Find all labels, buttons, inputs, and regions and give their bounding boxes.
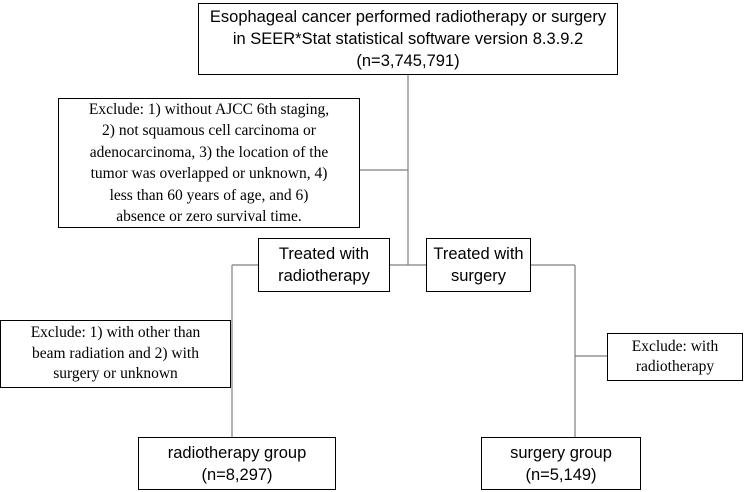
top-cohort-line-3: (n=3,745,791): [356, 52, 460, 70]
exclusion-1-line-3: adenocarcinoma, 3) the location of the: [89, 143, 329, 161]
surgery-branch-line-2: surgery: [450, 267, 507, 285]
radiotherapy-group-box: radiotherapy group (n=8,297): [138, 437, 336, 490]
radiotherapy-branch-line-1: Treated with: [278, 245, 370, 263]
exclusion-criteria-box-2: Exclude: 1) with other than beam radiati…: [0, 320, 231, 388]
surgery-group-box: surgery group (n=5,149): [481, 437, 641, 490]
exclusion-2-line-3: surgery or unknown: [53, 365, 178, 383]
exclusion-2-line-1: Exclude: 1) with other than: [30, 324, 201, 342]
exclusion-1-line-5: less than 60 years of age, and 6): [109, 186, 309, 204]
top-cohort-line-1: Esophageal cancer performed radiotherapy…: [209, 8, 607, 26]
top-cohort-box: Esophageal cancer performed radiotherapy…: [198, 3, 618, 75]
exclusion-1-line-1: Exclude: 1) without AJCC 6th staging,: [88, 100, 330, 118]
surgery-group-count: (n=5,149): [525, 465, 597, 484]
exclusion-3-line-2: radiotherapy: [635, 358, 715, 375]
radiotherapy-group-count: (n=8,297): [201, 465, 273, 484]
surgery-group-label: surgery group: [510, 443, 612, 462]
exclusion-1-line-6: absence or zero survival time.: [116, 208, 302, 225]
top-cohort-line-2: in SEER*Stat statistical software versio…: [232, 30, 584, 48]
exclusion-1-line-4: tumor was overlapped or unknown, 4): [90, 165, 328, 182]
exclusion-3-line-1: Exclude: with: [631, 337, 719, 355]
surgery-branch-line-1: Treated with: [433, 245, 524, 263]
radiotherapy-branch-box: Treated with radiotherapy: [258, 238, 390, 292]
exclusion-2-line-2: beam radiation and 2) with: [31, 344, 199, 362]
exclusion-1-line-2: 2) not squamous cell carcinoma or: [102, 122, 316, 139]
radiotherapy-group-label: radiotherapy group: [167, 443, 307, 462]
exclusion-criteria-box-3: Exclude: with radiotherapy: [607, 333, 743, 381]
surgery-branch-box: Treated with surgery: [426, 238, 531, 292]
radiotherapy-branch-line-2: radiotherapy: [278, 267, 370, 285]
exclusion-criteria-box-1: Exclude: 1) without AJCC 6th staging, 2)…: [58, 98, 360, 228]
